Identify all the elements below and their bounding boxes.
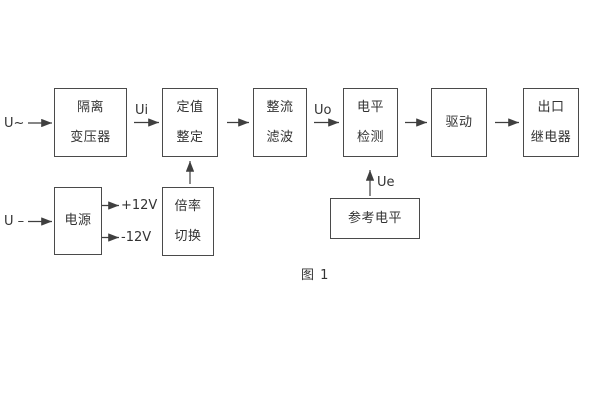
- label-ui: Ui: [135, 103, 149, 118]
- block-label-line: 电平: [356, 99, 384, 115]
- label-uo: Uo: [314, 103, 332, 118]
- block-rectifier-filter: 整流 滤波: [253, 88, 307, 157]
- block-label-line: 检测: [356, 129, 384, 145]
- figure-caption: 图 1: [301, 268, 330, 283]
- block-label-line: 变压器: [70, 129, 111, 145]
- label-plus12v: +12V: [121, 198, 158, 213]
- label-u-dc: U –: [4, 214, 25, 229]
- block-label-line: 继电器: [530, 129, 572, 145]
- block-label-line: 电源: [64, 213, 92, 228]
- block-label-line: 隔离: [76, 99, 104, 115]
- label-minus12v: -12V: [121, 230, 152, 245]
- block-label-line: 切换: [174, 228, 202, 244]
- block-label-line: 出口: [537, 99, 565, 115]
- block-label-line: 滤波: [266, 129, 294, 145]
- block-isolation-transformer: 隔离 变压器: [54, 88, 127, 157]
- block-label-line: 参考电平: [347, 210, 402, 226]
- block-label-line: 整流: [266, 99, 294, 115]
- block-output-relay: 出口 继电器: [523, 88, 579, 157]
- label-ue: Ue: [377, 175, 395, 190]
- label-u-ac: U~: [4, 116, 25, 131]
- block-ratio-switch: 倍率 切换: [162, 187, 214, 256]
- block-label-line: 倍率: [174, 198, 202, 214]
- block-driver: 驱动: [431, 88, 487, 157]
- block-power-supply: 电源: [54, 187, 102, 255]
- block-setting-adjust: 定值 整定: [162, 88, 218, 157]
- block-label-line: 定值: [176, 99, 204, 115]
- block-reference-level: 参考电平: [330, 198, 420, 239]
- block-label-line: 驱动: [445, 114, 473, 130]
- block-label-line: 整定: [176, 129, 204, 145]
- block-level-detector: 电平 检测: [343, 88, 398, 157]
